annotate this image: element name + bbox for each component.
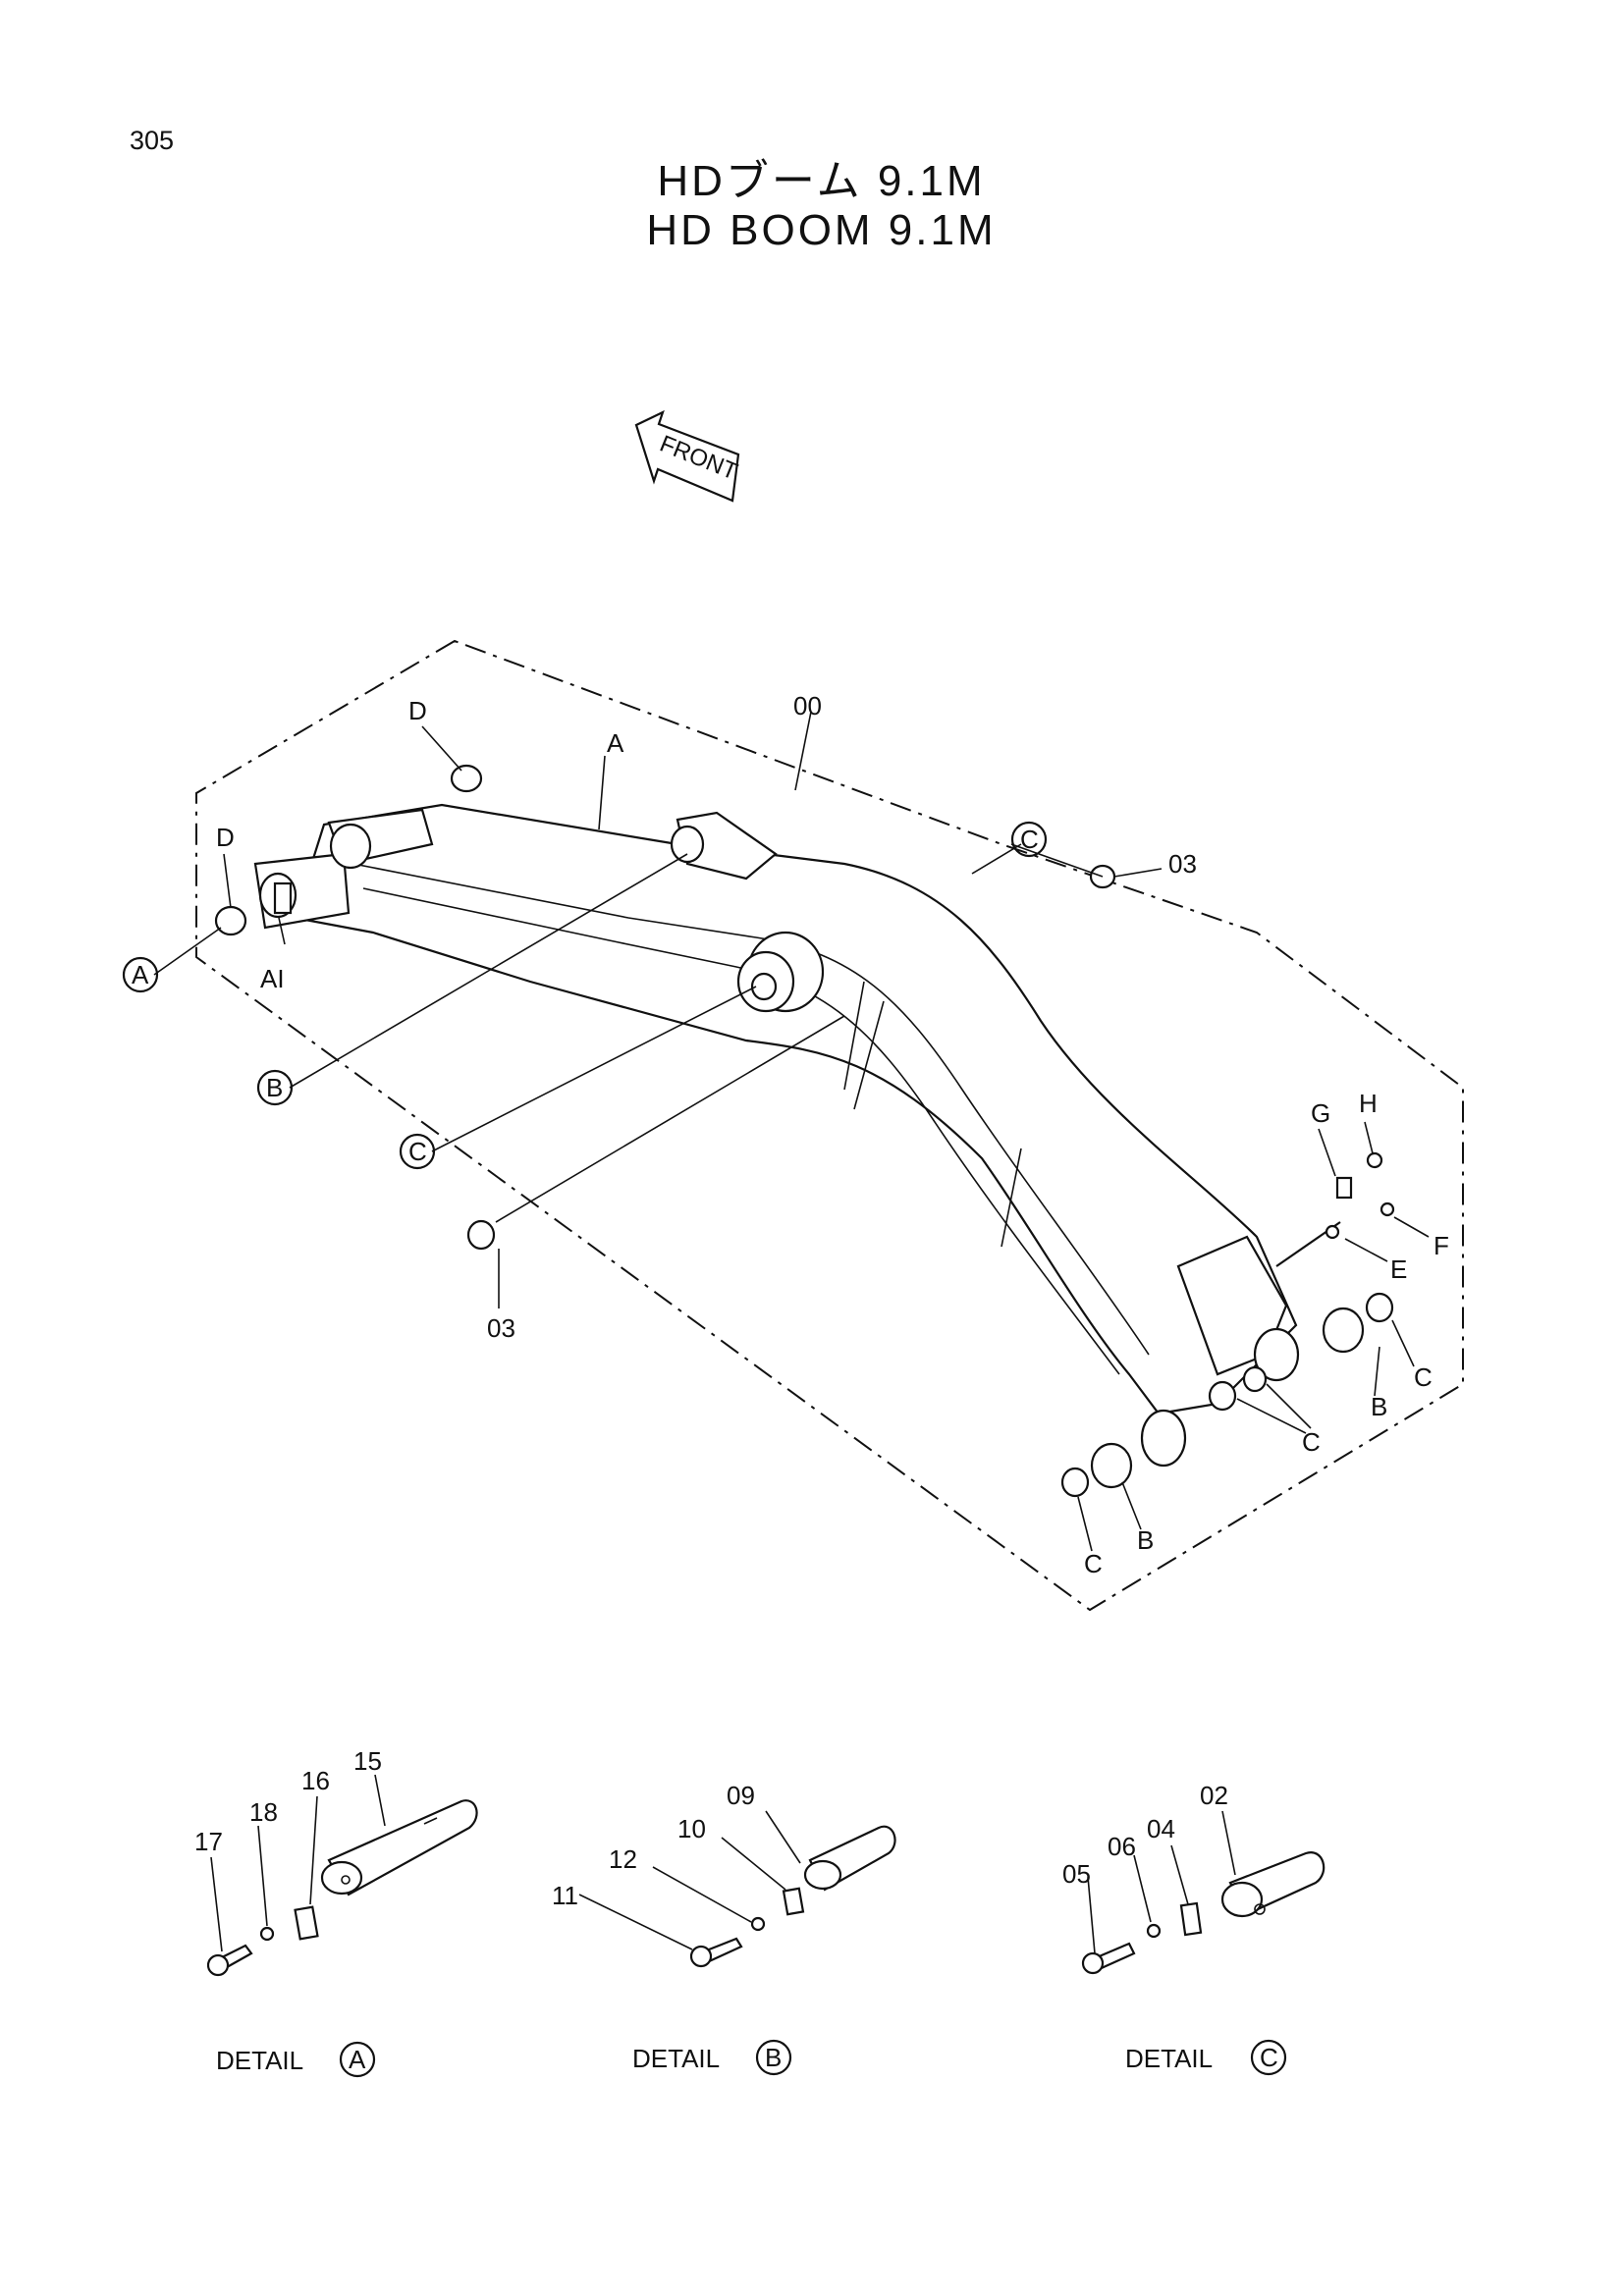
callout-c-bottom: C <box>1084 1549 1103 1578</box>
callout-d-lower: D <box>216 823 235 852</box>
part-15: 15 <box>353 1746 382 1776</box>
assembly-boundary <box>195 639 1464 1612</box>
svg-text:DETAIL: DETAIL <box>216 2046 303 2075</box>
leader-lines <box>153 711 1430 1552</box>
part-06: 06 <box>1108 1832 1136 1861</box>
detail-c-drawing: 02 04 06 05 <box>1062 1781 1325 1975</box>
part-05: 05 <box>1062 1859 1091 1889</box>
svg-text:DETAIL: DETAIL <box>632 2044 720 2073</box>
callout-b-bottom: B <box>1137 1525 1154 1555</box>
boom-body <box>253 803 1300 1468</box>
part-10: 10 <box>677 1814 706 1843</box>
callout-a-arm: A <box>607 728 624 758</box>
part-09: 09 <box>727 1781 755 1810</box>
detail-b-caption: DETAIL B <box>632 2039 792 2076</box>
part-04: 04 <box>1147 1814 1175 1843</box>
title-japanese: HDブーム 9.1M <box>657 157 986 205</box>
callout-h: H <box>1359 1089 1378 1118</box>
circled-callout-c-left: C <box>399 1133 436 1170</box>
part-18: 18 <box>249 1797 278 1827</box>
detail-c-caption: DETAIL C <box>1125 2039 1287 2076</box>
page-number: 305 <box>130 126 175 155</box>
part-11: 11 <box>552 1881 578 1910</box>
svg-text:C: C <box>1020 825 1039 854</box>
part-17: 17 <box>194 1827 223 1856</box>
circled-callout-b: B <box>256 1069 294 1106</box>
callout-03-upper: 03 <box>1168 849 1197 879</box>
part-02: 02 <box>1200 1781 1228 1810</box>
circled-callout-a: A <box>122 956 159 993</box>
callout-g: G <box>1311 1098 1330 1128</box>
part-16: 16 <box>301 1766 330 1795</box>
detail-a-caption: DETAIL A <box>216 2041 376 2078</box>
bushings <box>214 764 1395 1498</box>
front-arrow-icon: FRONT <box>634 409 741 503</box>
svg-text:A: A <box>349 2045 366 2074</box>
svg-text:B: B <box>266 1073 283 1102</box>
part-12: 12 <box>609 1844 637 1874</box>
callout-f: F <box>1434 1231 1449 1260</box>
svg-text:DETAIL: DETAIL <box>1125 2044 1213 2073</box>
svg-text:B: B <box>765 2043 782 2072</box>
callout-labels: D D A 00 03 03 AI G H F E C B C B C <box>216 691 1449 1578</box>
svg-text:C: C <box>1260 2043 1278 2072</box>
svg-text:C: C <box>408 1137 427 1166</box>
callout-a1: AI <box>260 964 285 993</box>
callout-b-right: B <box>1371 1392 1387 1421</box>
callout-03-lower: 03 <box>487 1313 515 1343</box>
callout-c-right: C <box>1414 1362 1433 1392</box>
title-english: HD BOOM 9.1M <box>646 206 997 254</box>
callout-e: E <box>1390 1255 1407 1284</box>
callout-d-upper: D <box>408 696 427 725</box>
detail-a-drawing: 15 16 18 17 <box>194 1746 478 1977</box>
callout-00: 00 <box>793 691 822 721</box>
svg-text:A: A <box>132 960 149 989</box>
callout-c-mid: C <box>1302 1427 1321 1457</box>
circled-callout-c-top: C <box>1010 821 1048 858</box>
detail-b-drawing: 09 10 12 11 <box>552 1781 896 1968</box>
